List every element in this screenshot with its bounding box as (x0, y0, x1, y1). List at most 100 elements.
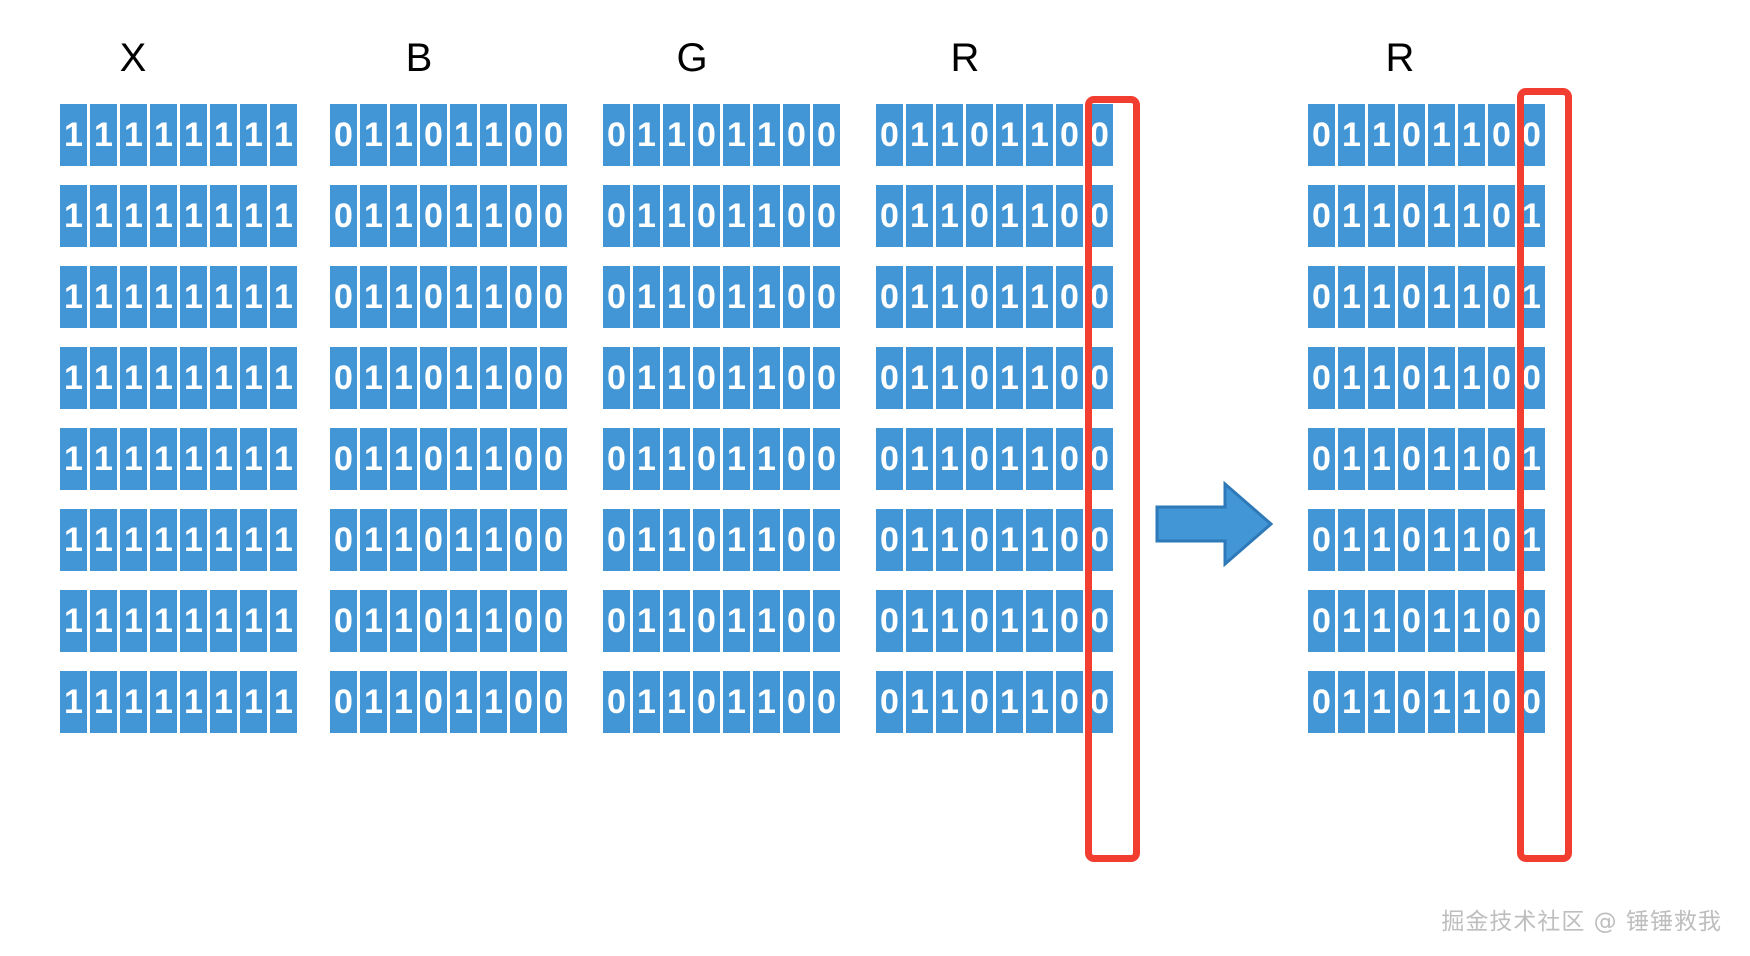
bit-cell: 1 (1026, 347, 1053, 409)
bit-cell: 1 (1368, 428, 1395, 490)
bit-cell: 0 (510, 347, 537, 409)
bit-cell: 0 (783, 590, 810, 652)
bit-cell: 0 (603, 347, 630, 409)
bit-cell: 1 (1026, 509, 1053, 571)
bit-cell: 1 (1026, 104, 1053, 166)
bit-cell: 0 (1056, 671, 1083, 733)
bit-cell: 1 (1338, 104, 1365, 166)
bit-cell: 1 (180, 428, 207, 490)
bit-cell: 1 (360, 185, 387, 247)
bit-cell: 1 (480, 509, 507, 571)
bit-cell: 0 (876, 590, 903, 652)
bit-cell: 1 (906, 509, 933, 571)
bit-cell: 1 (753, 428, 780, 490)
bit-cell: 1 (60, 590, 87, 652)
bit-cell: 0 (1056, 428, 1083, 490)
bit-cell: 0 (1398, 266, 1425, 328)
bit-cell: 1 (633, 671, 660, 733)
bit-cell: 1 (390, 590, 417, 652)
column-header-1: B (405, 36, 433, 80)
bit-cell: 1 (240, 104, 267, 166)
bit-cell: 1 (1518, 266, 1545, 328)
bit-cell: 0 (1308, 104, 1335, 166)
bit-cell: 0 (1308, 428, 1335, 490)
bit-cell: 0 (783, 104, 810, 166)
bit-cell: 0 (876, 185, 903, 247)
bit-cell: 1 (996, 671, 1023, 733)
bit-cell: 1 (1338, 671, 1365, 733)
bit-cell: 1 (1026, 590, 1053, 652)
bit-cell: 0 (693, 347, 720, 409)
bit-cell: 0 (540, 347, 567, 409)
bit-cell: 0 (1398, 104, 1425, 166)
bit-cell: 0 (876, 266, 903, 328)
bit-cell: 0 (813, 509, 840, 571)
bit-cell: 1 (270, 428, 297, 490)
bit-cell: 1 (120, 347, 147, 409)
bit-cell: 1 (1428, 590, 1455, 652)
bit-cell: 1 (270, 590, 297, 652)
bit-cell: 1 (1518, 428, 1545, 490)
watermark-text: 掘金技术社区 @ 锤锤救我 (1441, 909, 1722, 935)
bit-cell: 1 (60, 185, 87, 247)
bit-cell: 1 (210, 671, 237, 733)
bit-cell: 1 (1428, 347, 1455, 409)
bit-cell: 0 (1488, 428, 1515, 490)
bit-cell: 1 (90, 590, 117, 652)
bit-cell: 1 (480, 347, 507, 409)
bit-cell: 1 (723, 266, 750, 328)
bit-cell: 1 (180, 671, 207, 733)
bit-cell: 1 (1368, 185, 1395, 247)
bit-cell: 0 (603, 428, 630, 490)
bit-cell: 1 (1338, 428, 1365, 490)
bit-cell: 1 (90, 509, 117, 571)
bit-cell: 0 (1488, 185, 1515, 247)
bit-cell: 0 (420, 185, 447, 247)
bit-cell: 0 (966, 671, 993, 733)
bit-cell: 1 (663, 590, 690, 652)
bit-cell: 1 (753, 590, 780, 652)
bit-cell: 0 (813, 590, 840, 652)
bit-cell: 0 (420, 428, 447, 490)
column-header-2: G (676, 36, 708, 80)
bit-cell: 0 (1488, 509, 1515, 571)
bit-cell: 1 (270, 185, 297, 247)
bit-cell: 1 (390, 185, 417, 247)
bit-cell: 0 (693, 671, 720, 733)
bit-cell: 1 (996, 428, 1023, 490)
bit-cell: 1 (60, 104, 87, 166)
bit-cell: 1 (150, 266, 177, 328)
bit-cell: 0 (540, 428, 567, 490)
bit-cell: 0 (1308, 185, 1335, 247)
bit-cell: 1 (906, 266, 933, 328)
bit-cell: 1 (60, 509, 87, 571)
bit-cell: 1 (663, 185, 690, 247)
bit-cell: 0 (1308, 671, 1335, 733)
bit-cell: 1 (1338, 509, 1365, 571)
bit-cell: 1 (663, 104, 690, 166)
bit-cell: 0 (813, 185, 840, 247)
bit-cell: 1 (480, 428, 507, 490)
bit-cell: 1 (150, 185, 177, 247)
bit-cell: 0 (1488, 347, 1515, 409)
bit-cell: 1 (390, 428, 417, 490)
bit-cell: 0 (1086, 185, 1113, 247)
transform-arrow (1155, 480, 1274, 568)
bit-cell: 0 (1086, 104, 1113, 166)
bit-cell: 1 (1458, 671, 1485, 733)
bit-cell: 1 (120, 428, 147, 490)
bit-cell: 1 (936, 590, 963, 652)
bit-cell: 0 (1398, 671, 1425, 733)
bit-cell: 1 (480, 266, 507, 328)
